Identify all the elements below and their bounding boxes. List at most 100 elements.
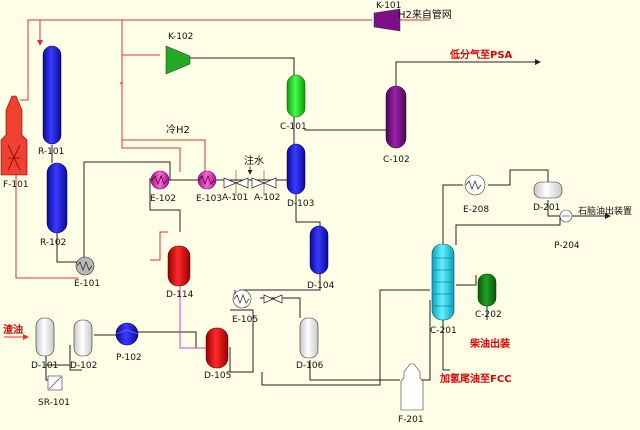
label-c101: C-101 <box>280 122 307 132</box>
label-c202: C-202 <box>475 310 502 320</box>
c101-overhead <box>190 57 295 75</box>
f201-to-c201 <box>420 300 431 381</box>
d106-vessel[interactable] <box>299 317 319 359</box>
pump-icon <box>115 329 139 335</box>
equipment-labels: K-101 K-102 R-101 R-102 F-101 C-101 C-10… <box>3 1 580 425</box>
e102-exchanger[interactable] <box>150 170 170 190</box>
a102-air-cooler[interactable] <box>251 170 277 196</box>
gas-to-c102 <box>304 126 391 131</box>
c201-to-c202 <box>456 275 477 286</box>
d201-vessel[interactable] <box>533 181 563 199</box>
k102-compressor[interactable] <box>165 45 191 75</box>
c102-overhead <box>395 59 541 90</box>
coil-icon <box>76 261 93 271</box>
label-sr101: SR-101 <box>38 398 70 408</box>
label-c201: C-201 <box>430 326 457 336</box>
cold-h2-line-1 <box>121 20 181 172</box>
label-d104: D-104 <box>307 281 335 291</box>
d101-vessel[interactable] <box>35 317 55 357</box>
h2-header-line <box>37 19 372 46</box>
c102-column[interactable] <box>385 85 407 149</box>
p102-discharge <box>138 331 197 348</box>
coil-icon <box>233 294 250 304</box>
label-p204: P-204 <box>554 241 580 251</box>
label-d201: D-201 <box>533 203 560 213</box>
label-k101: K-101 <box>376 1 401 11</box>
stream-tail-oil: 加氢尾油至FCC <box>439 372 512 385</box>
k101-compressor[interactable] <box>373 8 401 32</box>
d105-loop <box>229 309 254 373</box>
c201-overhead <box>442 184 463 245</box>
label-d103: D-103 <box>287 199 314 209</box>
d105-vessel[interactable] <box>205 327 229 369</box>
fan-icon <box>263 294 283 304</box>
e208-exchanger[interactable] <box>464 174 486 196</box>
compressor-icon <box>373 8 401 32</box>
stream-residue-oil: 渣油 <box>3 323 23 336</box>
label-e101: E-101 <box>74 279 100 289</box>
c201-column[interactable] <box>431 243 455 321</box>
e101-to-e102 <box>84 161 171 180</box>
label-d101: D-101 <box>31 361 58 371</box>
coil-icon <box>465 180 482 190</box>
label-c102: C-102 <box>383 155 410 165</box>
d114-to-d105 <box>179 285 206 349</box>
stream-low-gas: 低分气至PSA <box>449 48 513 61</box>
label-d102: D-102 <box>70 361 97 371</box>
reflux-line <box>455 216 561 245</box>
label-d105: D-105 <box>204 371 231 381</box>
d102-vessel[interactable] <box>73 319 93 357</box>
r102-reactor[interactable] <box>46 162 68 234</box>
e105-exchanger[interactable] <box>232 289 252 309</box>
sr101-filter[interactable] <box>47 375 63 391</box>
a101-air-cooler[interactable] <box>223 170 249 196</box>
label-d114: D-114 <box>166 290 194 300</box>
label-a101: A-101 <box>222 193 248 203</box>
c202-column[interactable] <box>477 273 497 307</box>
stream-naphtha: 石脑油出装置 <box>578 205 632 217</box>
d103-vessel[interactable] <box>286 143 306 195</box>
furnace-icon <box>0 95 28 176</box>
r102-outlet <box>56 232 78 263</box>
label-a102: A-102 <box>254 193 280 203</box>
d104-vessel[interactable] <box>309 225 329 275</box>
stream-h2-source: H2来自管网 <box>398 8 452 21</box>
e103-exchanger[interactable] <box>197 170 217 190</box>
d201-down <box>547 200 560 217</box>
p204-pump[interactable] <box>559 209 573 223</box>
e101-to-d114 <box>150 231 168 261</box>
d114-return <box>149 178 181 232</box>
label-r102: R-102 <box>40 238 66 248</box>
label-k102: K-102 <box>168 32 193 42</box>
stream-labels: H2来自管网 低分气至PSA 冷H2 注水 渣油 柴油出装 加氢尾油至FCC 石… <box>3 8 632 385</box>
label-p102: P-102 <box>116 353 142 363</box>
f201-heater[interactable] <box>400 363 424 411</box>
c201-bottom <box>442 318 450 371</box>
e105-air-cooler[interactable] <box>263 294 283 304</box>
e101-exchanger[interactable] <box>75 256 95 276</box>
label-e102: E-102 <box>150 194 176 204</box>
coil-icon <box>7 144 21 171</box>
stream-water-injection: 注水 <box>244 154 264 167</box>
heater-outlet <box>15 165 78 279</box>
r101-reactor[interactable] <box>42 45 62 145</box>
e105-to-d106 <box>260 297 301 318</box>
d114-vessel[interactable] <box>167 245 191 287</box>
label-e103: E-103 <box>196 194 222 204</box>
c101-column[interactable] <box>286 74 306 118</box>
coil-icon <box>151 175 168 185</box>
label-r101: R-101 <box>38 147 64 157</box>
d106-to-f201 <box>309 360 400 381</box>
label-e208: E-208 <box>463 205 489 215</box>
compressor-icon <box>165 45 191 75</box>
d102-bottom <box>69 345 82 371</box>
coil-icon <box>198 175 215 185</box>
e208-to-d201 <box>488 169 549 186</box>
f101-heater[interactable] <box>0 95 28 176</box>
stream-cold-h2: 冷H2 <box>166 123 190 136</box>
label-e105: E-105 <box>232 315 258 325</box>
stream-diesel: 柴油出装 <box>469 337 510 350</box>
p102-pump[interactable] <box>115 322 139 346</box>
